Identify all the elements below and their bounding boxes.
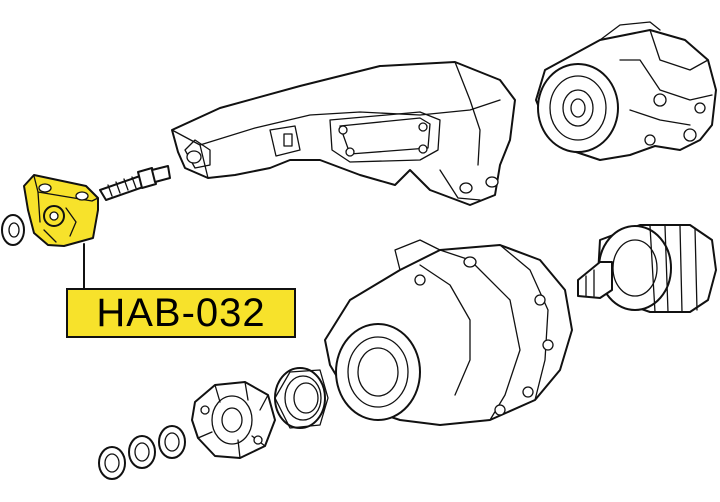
shim-washer-set xyxy=(98,425,186,480)
mount-washer xyxy=(1,214,25,246)
differential-gear-case xyxy=(324,239,573,426)
mounting-bolt xyxy=(99,165,171,201)
rear-differential-mount xyxy=(23,174,99,293)
differential-carrier-cover xyxy=(535,21,717,161)
part-number-label: HAB-032 xyxy=(66,288,296,338)
oil-seal xyxy=(274,367,329,429)
ring-gear-pinion xyxy=(577,224,717,313)
companion-flange xyxy=(191,381,276,459)
differential-mount-bracket xyxy=(171,61,516,206)
